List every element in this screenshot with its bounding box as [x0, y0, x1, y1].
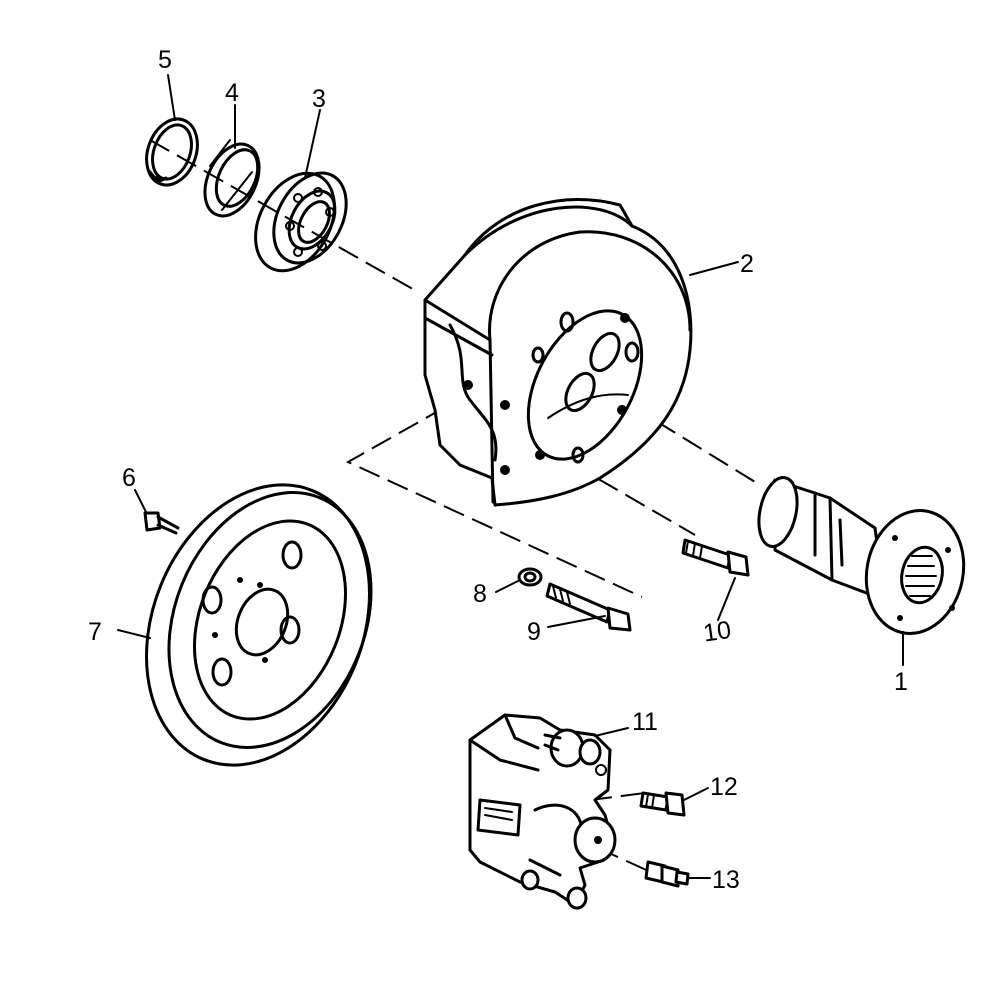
- bolt-part-12: [639, 791, 686, 817]
- brake-caliper-part-11: [468, 713, 617, 910]
- callout-6: 6: [122, 464, 136, 492]
- bleed-nipple-part-13: [644, 860, 690, 888]
- ball-bearing-part-3: [254, 171, 348, 273]
- callout-1: 1: [894, 668, 908, 696]
- washer-part-8: [517, 567, 543, 587]
- flanged-shaft-part-1: [757, 476, 966, 635]
- callout-8: 8: [473, 580, 487, 608]
- spacer-ring-part-4: [203, 139, 261, 218]
- callout-10: 10: [701, 616, 732, 648]
- screw-part-6: [143, 511, 180, 535]
- callout-7: 7: [88, 618, 102, 646]
- callout-3: 3: [312, 85, 326, 113]
- leader-lines: [117, 74, 904, 879]
- callout-13: 13: [712, 866, 740, 894]
- callout-9: 9: [527, 618, 541, 646]
- snap-ring-part-5: [145, 117, 199, 187]
- callout-4: 4: [225, 79, 239, 107]
- brake-housing-part-2: [423, 198, 693, 507]
- callout-2: 2: [740, 250, 754, 278]
- callout-5: 5: [158, 46, 172, 74]
- callout-numbers: 1 2 3 4 5 6 7 8 9 10 11 12 13: [88, 46, 908, 894]
- callout-11: 11: [632, 708, 658, 736]
- brake-disc-part-7: [145, 483, 373, 767]
- bolt-part-10: [681, 538, 750, 577]
- callout-12: 12: [710, 773, 738, 801]
- bolt-part-9: [545, 582, 632, 632]
